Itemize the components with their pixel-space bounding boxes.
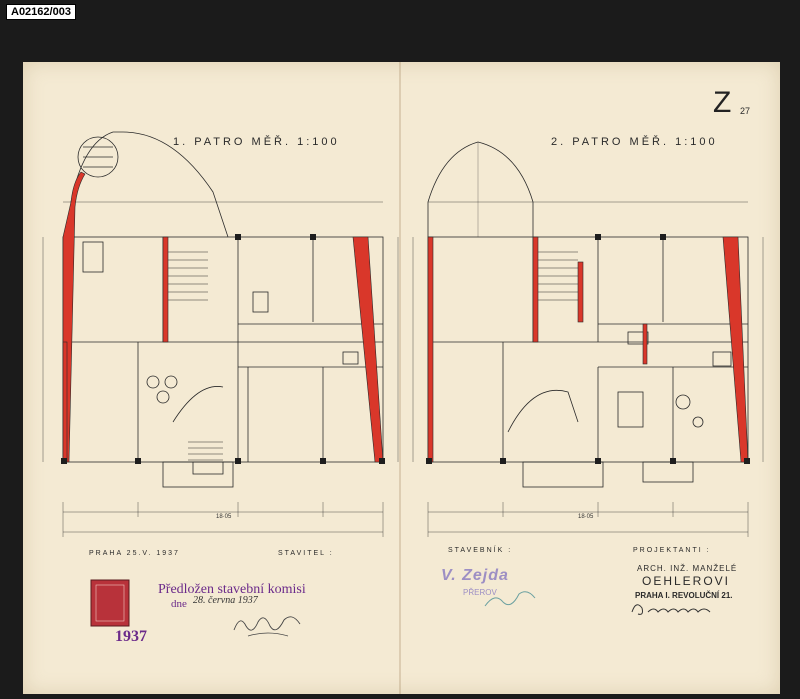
drawing-sheet: 1. PATRO MĚŘ. 1:100 2. PATRO MĚŘ. 1:100 … <box>23 62 780 694</box>
sheet-number-sub: 27 <box>740 106 751 116</box>
builder-signature <box>484 591 536 607</box>
committee-signature <box>233 616 301 637</box>
revenue-stamp-year: 1937 <box>115 628 147 645</box>
designers-title: ARCH. INŽ. MANŽELÉ <box>637 564 738 573</box>
plan-2-title: 2. PATRO MĚŘ. 1:100 <box>551 136 718 148</box>
committee-stamp-date-prefix: dne <box>171 598 187 610</box>
builder-stamp-name: V. Zejda <box>441 567 509 584</box>
sheet-number: Z <box>713 86 732 119</box>
committee-stamp-date: 28. června 1937 <box>193 595 258 606</box>
new-walls <box>62 171 749 463</box>
builder-label: STAVITEL : <box>278 550 334 557</box>
designers-name: OEHLEROVI <box>642 574 731 588</box>
floor-plans-drawing <box>42 131 764 627</box>
plan-1-title: 1. PATRO MĚŘ. 1:100 <box>173 136 340 148</box>
plan-floor-2 <box>412 141 764 537</box>
client-label: STAVEBNÍK : <box>448 547 513 554</box>
designers-address: PRAHA I. REVOLUČNÍ 21. <box>635 591 733 600</box>
plan-2-total-width: 18·05 <box>578 514 594 520</box>
designer-signature <box>631 604 711 615</box>
plan-1-total-width: 18·05 <box>216 514 232 520</box>
designers-label: PROJEKTANTI : <box>633 547 711 554</box>
plan-floor-1 <box>42 131 399 537</box>
archive-id-label: A02162/003 <box>6 4 76 20</box>
revenue-stamp <box>90 579 130 627</box>
committee-stamp: Předložen stavební komisi <box>158 582 306 597</box>
column-posts <box>61 234 750 464</box>
builder-stamp-town: PŘEROV <box>463 588 497 597</box>
sheet-fold <box>399 62 401 694</box>
place-date: PRAHA 25.V. 1937 <box>89 550 180 557</box>
